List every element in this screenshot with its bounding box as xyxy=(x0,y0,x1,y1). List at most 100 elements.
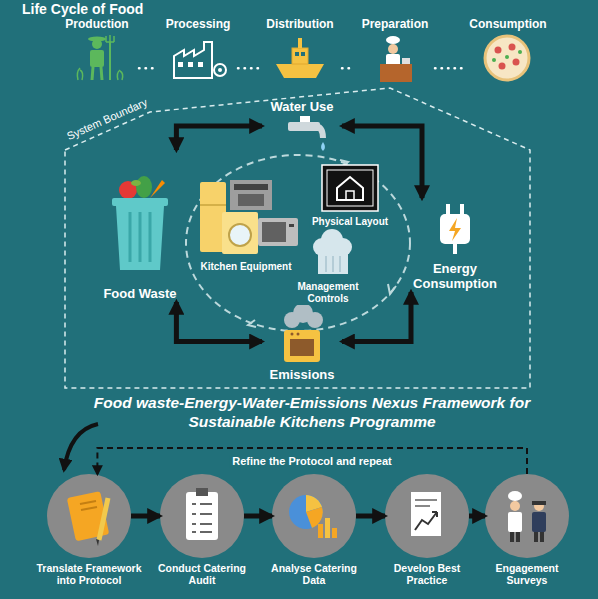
ship-icon-part xyxy=(292,48,308,64)
farmer-icon-part xyxy=(109,42,111,80)
protocol-book-icon-part xyxy=(96,539,99,546)
faucet-icon-part xyxy=(314,126,323,138)
node-label: Emissions xyxy=(269,368,334,383)
chefs-survey-icon-part xyxy=(510,501,520,511)
audit-clipboard-icon-part xyxy=(196,488,208,496)
kitchen-equipment-icon-part xyxy=(238,194,264,206)
component-label: Physical Layout xyxy=(310,216,390,228)
flow-arrow xyxy=(244,514,272,519)
chef-hat-icon-part xyxy=(326,256,340,272)
component-label: Management Controls xyxy=(284,281,372,305)
flow-arrow xyxy=(131,514,160,519)
emissions-icon-part xyxy=(307,312,323,328)
stage-node: Distribution xyxy=(258,18,342,84)
data-chart-icon-part xyxy=(325,518,330,538)
edge-label: Refine the Protocol and repeat xyxy=(229,455,395,468)
framework-arrow xyxy=(64,424,98,470)
plug-icon-part xyxy=(449,218,461,241)
component-label: Kitchen Equipment xyxy=(198,261,293,273)
layout-plan-icon-part xyxy=(346,191,354,200)
step-node: Develop Best Practice xyxy=(385,474,469,558)
kitchen-equipment-icon-part xyxy=(234,184,268,190)
chefs-survey-icon-part xyxy=(532,501,546,505)
faucet-icon-part xyxy=(300,116,310,123)
protocol-book-icon-part xyxy=(80,501,97,510)
food-waste-bin-icon-part xyxy=(150,180,165,198)
farmer-icon-part xyxy=(101,67,102,80)
food-waste-bin-icon-part xyxy=(116,206,164,270)
chef-hat-icon xyxy=(313,229,352,274)
boundary-label: System Boundary xyxy=(65,96,149,143)
audit-clipboard-icon-part xyxy=(186,492,218,540)
farmer-icon xyxy=(77,35,122,80)
boundary-outline xyxy=(60,82,535,392)
plug-icon-part xyxy=(453,244,457,254)
pizza-icon-part xyxy=(505,55,509,59)
kitchen-equipment-icon-part xyxy=(258,218,298,246)
step-circles xyxy=(47,474,569,558)
chef-hat-icon-part xyxy=(318,250,348,274)
factory-icon-part xyxy=(218,68,222,72)
dotted-connector xyxy=(435,67,466,70)
faucet-icon xyxy=(288,116,325,151)
emissions-icon-part xyxy=(284,330,320,362)
audit-clipboard-icon-part xyxy=(192,504,212,532)
pizza-icon-part xyxy=(509,44,516,51)
farmer-icon-part xyxy=(92,67,93,80)
management-cycle-part xyxy=(186,155,410,331)
stage-node: Processing xyxy=(158,18,238,84)
food-waste-bin-icon-part xyxy=(131,180,141,186)
flow-arrow xyxy=(342,126,422,198)
factory-icon xyxy=(174,42,226,78)
farmer-icon-part xyxy=(77,68,122,80)
protocol-book-icon xyxy=(67,491,109,546)
flow-arrow xyxy=(176,126,262,150)
data-chart-icon-part xyxy=(332,528,337,538)
kitchen-equipment-icon-part xyxy=(229,224,251,246)
emissions-icon xyxy=(284,303,323,362)
pizza-icon-part xyxy=(495,47,502,54)
kitchen-equipment-icon-part xyxy=(200,204,226,206)
best-practice-document-icon-part xyxy=(411,492,441,536)
node-label: Distribution xyxy=(266,18,333,32)
food-waste-bin-icon-part xyxy=(112,198,168,206)
ship-icon xyxy=(276,38,324,78)
chef-icon-part xyxy=(380,64,412,82)
pizza-icon-part xyxy=(518,50,522,54)
step-circles-part xyxy=(485,474,569,558)
food-waste-bin-icon xyxy=(112,176,168,270)
plug-icon xyxy=(440,204,470,254)
dotted-connector xyxy=(342,67,355,70)
layout-plan-icon xyxy=(322,165,378,211)
pizza-icon-part xyxy=(499,63,506,70)
nexus-node: Water Use xyxy=(262,100,342,152)
framework-title: Food waste-Energy-Water-Emissions Nexus … xyxy=(72,394,552,431)
chef-icon xyxy=(380,36,412,82)
best-practice-document-icon xyxy=(411,492,441,536)
chefs-survey-icon-part xyxy=(540,532,544,542)
management-cycle xyxy=(186,155,410,331)
chef-icon-part xyxy=(402,58,410,64)
step-circles-part xyxy=(47,474,131,558)
plug-icon-part xyxy=(446,204,450,215)
node-label: Translate Framework into Protocol xyxy=(29,562,149,586)
boundary-outline xyxy=(65,88,530,388)
food-waste-bin-icon-part xyxy=(136,176,152,198)
flow-arrow xyxy=(469,514,485,519)
nexus-node: Emissions xyxy=(262,300,342,383)
food-waste-bin-icon-part xyxy=(130,212,150,262)
chefs-survey-icon xyxy=(508,491,546,542)
dotted-connector xyxy=(139,67,158,70)
kitchen-equipment-icon-part xyxy=(289,224,294,227)
kitchen-equipment-icon xyxy=(200,180,298,254)
node-label: Water Use xyxy=(270,100,333,115)
best-practice-document-icon-part xyxy=(432,512,437,517)
pizza-icon-part xyxy=(492,58,496,62)
factory-icon-part xyxy=(188,62,193,67)
chefs-survey-icon-part xyxy=(532,512,546,532)
node-label: Conduct Catering Audit xyxy=(150,562,254,586)
flow-arrow xyxy=(356,514,385,519)
emissions-icon-part xyxy=(297,333,300,336)
